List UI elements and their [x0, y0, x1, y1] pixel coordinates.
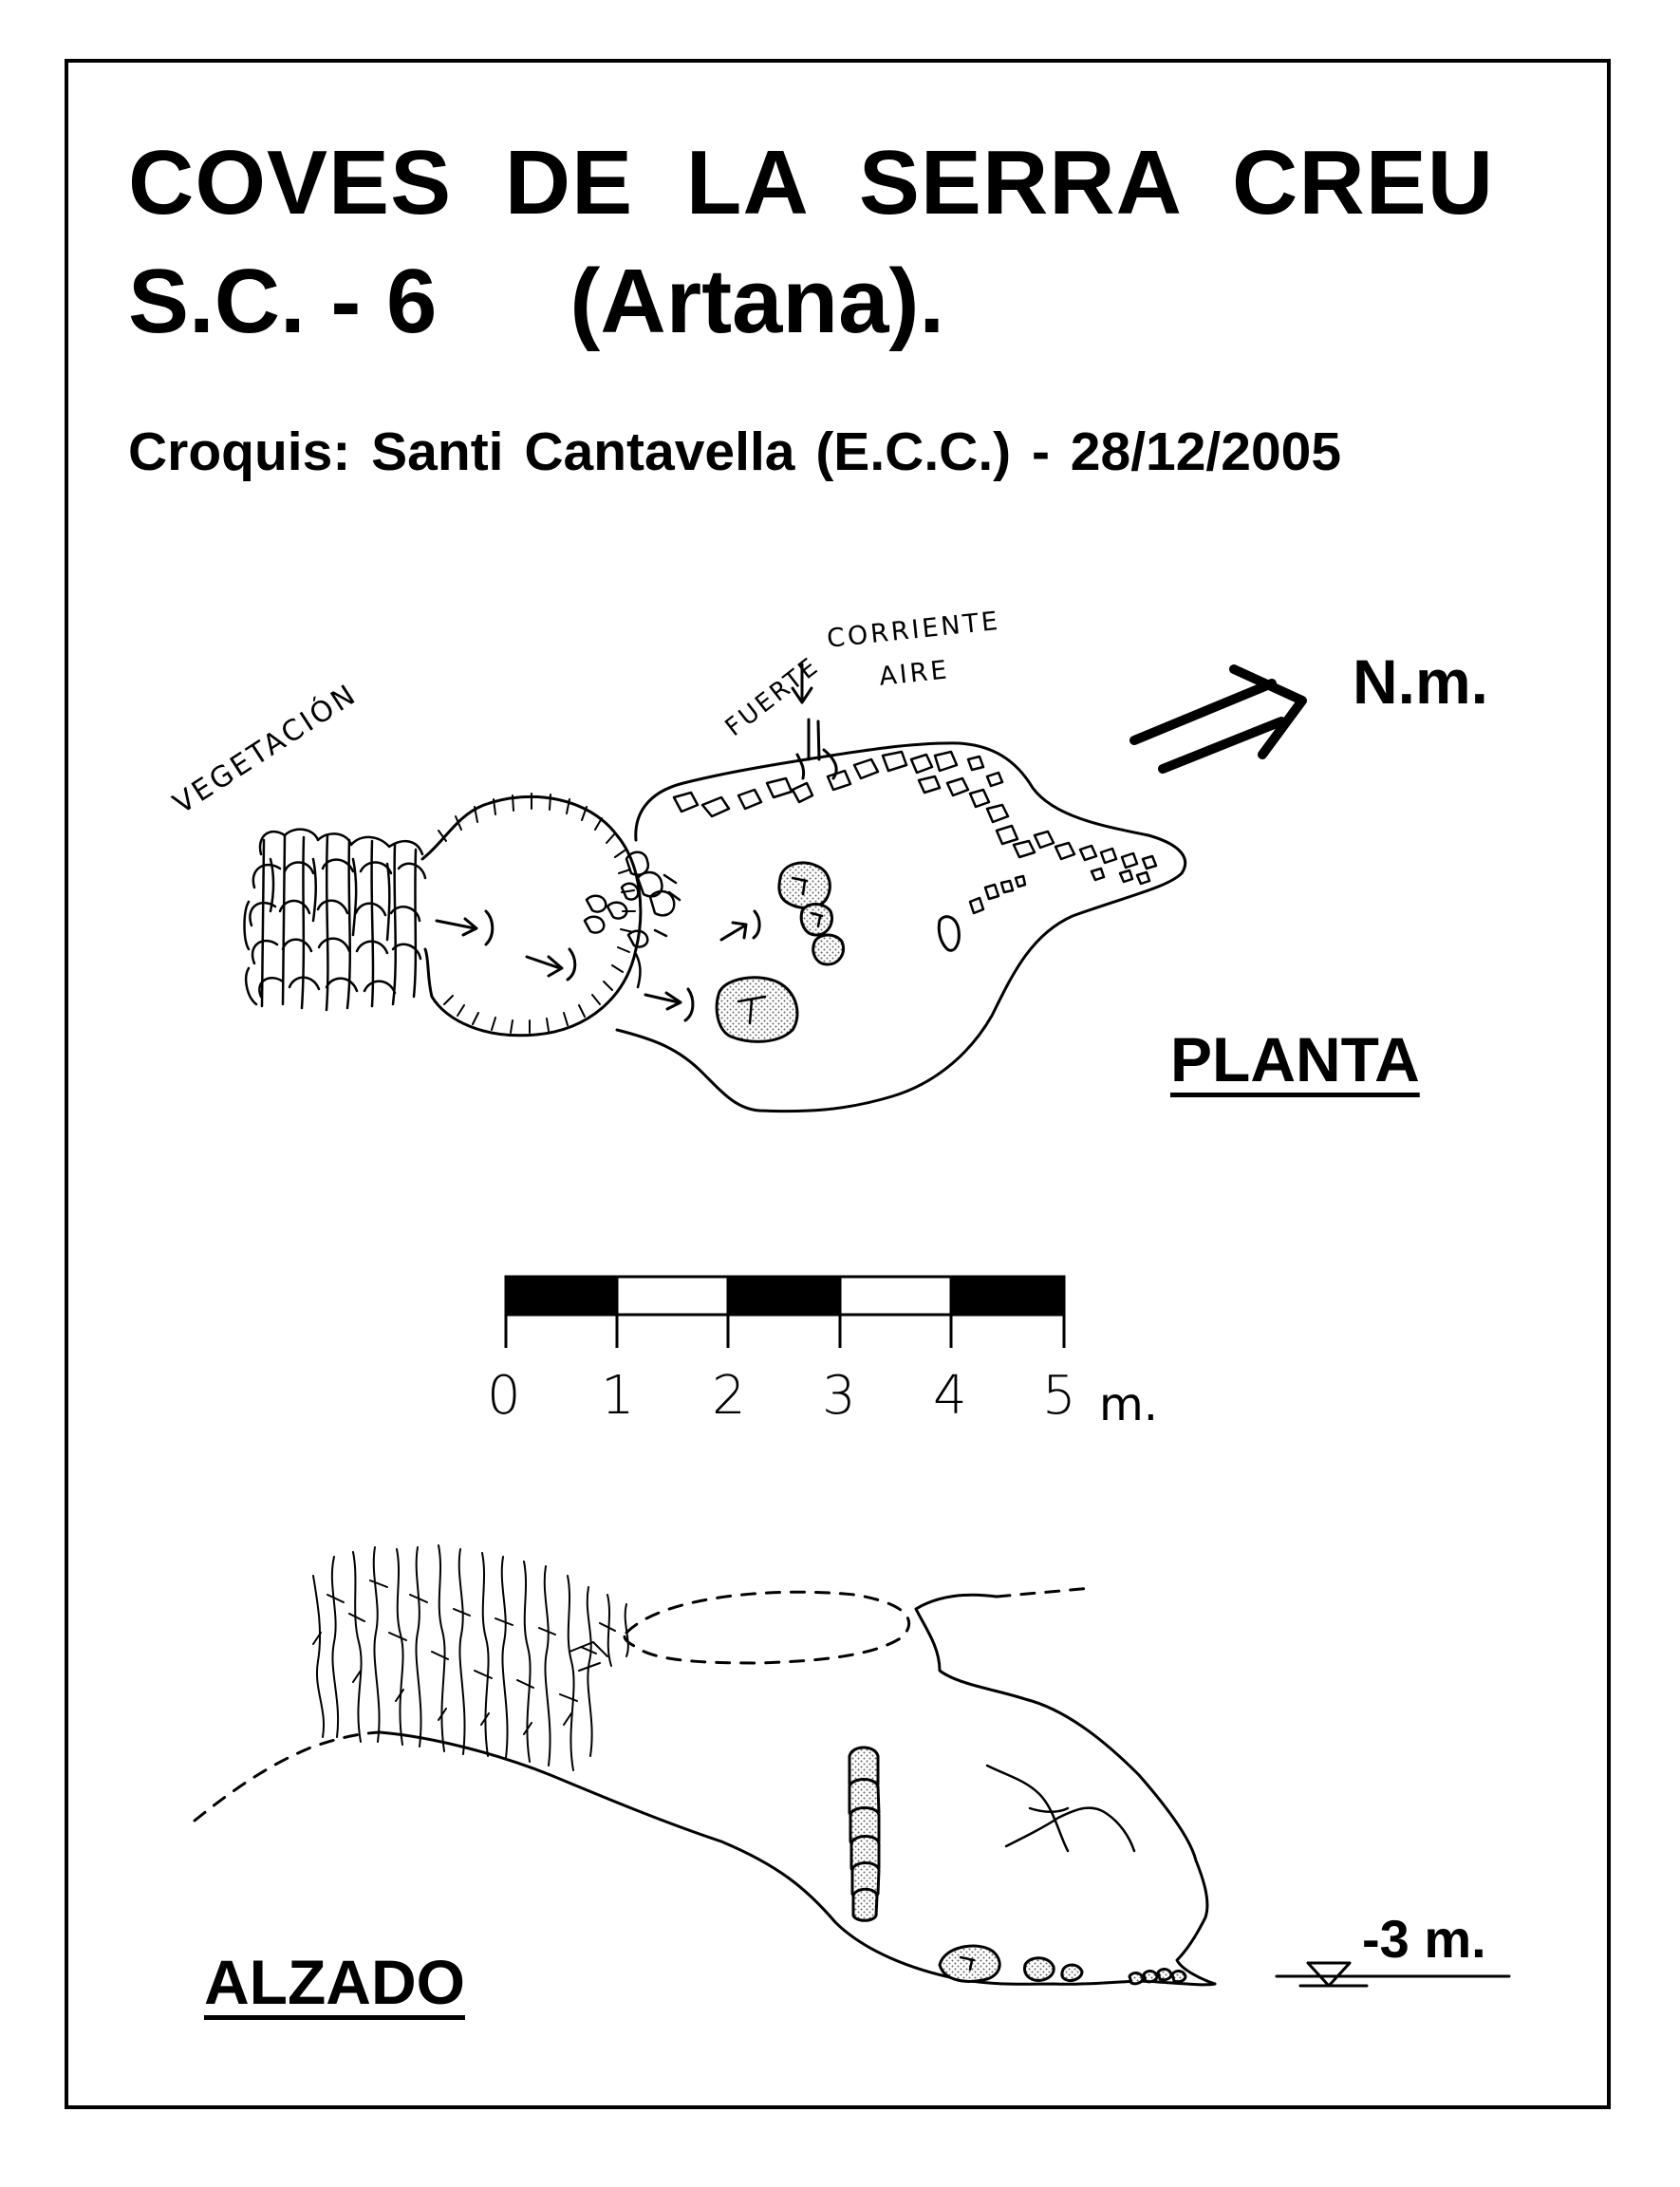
flow-arrows	[435, 909, 761, 1022]
scale-tick-3: 3	[822, 1365, 856, 1427]
scale-tick-4: 4	[933, 1365, 967, 1427]
elevation-view	[193, 1544, 1511, 1988]
cave-ceiling-profile	[914, 1593, 1217, 1986]
scale-segment-4-5	[949, 1275, 1066, 1317]
block-column	[848, 1746, 881, 1922]
cave-floor-profile	[378, 1730, 1217, 1987]
scale-segment-0-1	[504, 1275, 619, 1317]
cave-location: (Artana).	[569, 251, 945, 352]
scale-tick-0: 0	[487, 1365, 521, 1427]
cave-plan-outline	[615, 741, 1187, 1113]
floor-boulders	[938, 1944, 1187, 1986]
scale-tick-1: 1	[601, 1365, 635, 1427]
cave-code: S.C. - 6	[128, 251, 438, 352]
sinkhole-hachures	[438, 793, 636, 1034]
vegetation-cluster	[243, 828, 427, 1012]
sinkhole-outline	[420, 794, 643, 1037]
elevation-label: ALZADO	[204, 1947, 465, 2017]
depth-label: -3 m.	[1362, 1909, 1486, 1969]
survey-credit: Croquis: Santi Cantavella (E.C.C.) - 28/…	[128, 421, 1342, 482]
surface-dashed-line	[193, 1730, 382, 1822]
scale-tick-5: 5	[1042, 1365, 1076, 1427]
drawing-frame	[65, 59, 1611, 2109]
scale-unit: m.	[1099, 1378, 1159, 1431]
north-label: N.m.	[1353, 646, 1489, 717]
depth-marker	[1275, 1961, 1511, 1988]
north-arrow-icon	[1129, 664, 1307, 774]
plan-label: PLANTA	[1170, 1024, 1420, 1094]
sinkhole-dashed-ellipse	[623, 1590, 911, 1665]
wall-boulders	[672, 750, 1158, 886]
scale-bar	[504, 1275, 1066, 1348]
title-line-1: COVES DE LA SERRA CREU	[128, 132, 1495, 234]
surface-vegetation	[312, 1544, 629, 1771]
scale-segment-2-3	[726, 1275, 842, 1317]
air-current-marker	[791, 663, 838, 780]
scale-tick-2: 2	[712, 1365, 746, 1427]
interior-boulders	[715, 861, 1027, 1043]
plan-view	[243, 663, 1307, 1113]
title-line-2: S.C. - 6(Artana).	[128, 256, 944, 347]
entrance-boulders	[583, 850, 681, 948]
